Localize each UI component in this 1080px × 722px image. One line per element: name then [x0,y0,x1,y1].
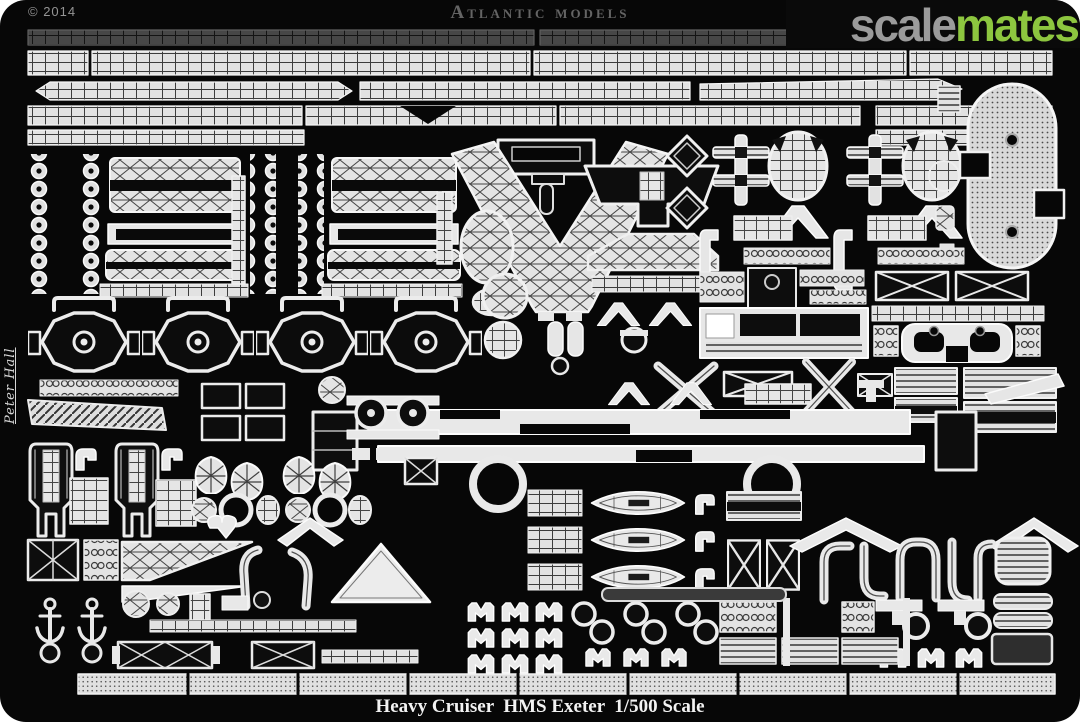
perforated-platform [928,82,1066,270]
watermark-scale: scale [849,0,957,51]
sheet-caption: Heavy Cruiser HMS Exeter 1/500 Scale [375,696,705,717]
anchors-and-small-fittings [35,590,419,670]
funnel-grilles [28,442,197,538]
catapult-rails [311,373,1065,513]
anchor-chain-and-brackets [27,376,440,486]
stowage-blocks-right [719,536,1054,668]
aircraft-parts [665,130,965,291]
watermark-backdrop [786,0,1080,48]
designer-signature: Peter Hall [3,347,18,424]
copyright-text: © 2014 [28,4,77,19]
midship-fittings [481,267,869,376]
turret-tops [28,296,482,373]
crane-booms [26,517,432,611]
funnel-caps-and-rings [191,456,372,539]
brand-header: Atlantic models [450,2,630,23]
pipework [819,537,997,605]
scalemates-watermark: scalemates [849,0,1080,52]
bridge-brackets [583,164,720,293]
watermark-mates: mates [955,0,1080,51]
bottom-railing-strip [77,672,1056,696]
davits-and-chevrons [467,587,787,674]
right-column-panels [871,270,1057,433]
ladder-gratings-left [30,154,463,298]
